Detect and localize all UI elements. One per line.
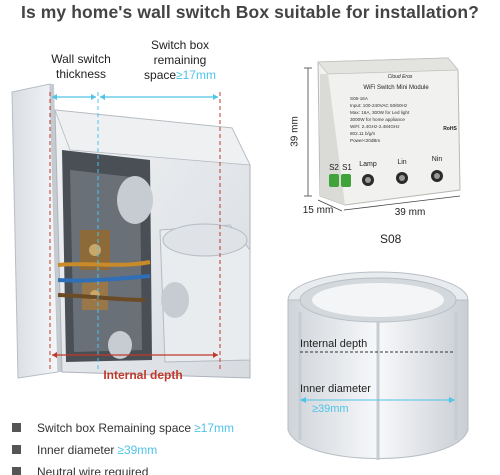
terminal-label: Nin	[431, 156, 443, 163]
bullet-square-icon	[12, 445, 21, 454]
rohs-mark: RoHS	[443, 126, 457, 132]
inner-diameter-label: Inner diameter	[300, 383, 371, 395]
internal-depth-label-left: Internal depth	[103, 368, 183, 382]
inner-diameter-value: ≥39mm	[312, 403, 349, 415]
list-item: Inner diameter ≥39mm	[12, 440, 234, 459]
list-item: Neutral wire required	[12, 462, 234, 475]
module-spec: S06-16A	[350, 96, 368, 101]
page-title: Is my home's wall switch Box suitable fo…	[21, 2, 479, 22]
wall-switch-thickness-label: Wall switch thickness	[51, 52, 111, 81]
terminal-label: Lin	[397, 159, 407, 166]
module-name: WiFi Switch Mini Module	[363, 85, 429, 91]
internal-depth-label-right: Internal depth	[300, 338, 368, 350]
module-spec-list: S06-16A Input: 100-240VAC 50/60Hz Max: 1…	[350, 95, 460, 144]
list-item: Switch box Remaining space ≥17mm	[12, 418, 234, 437]
module-brand: Cloud Eros	[387, 74, 413, 80]
box-remaining-label: Switch box remaining space≥17mm	[144, 38, 216, 82]
module-spec: 3000W for home appliance	[350, 117, 405, 122]
module-spec: Input: 100-240VAC 50/60Hz	[350, 103, 408, 108]
model-label: S08	[380, 232, 402, 246]
dimension-depth: 15 mm	[302, 205, 334, 216]
wifi-module-diagram	[304, 57, 461, 212]
terminal-label: Lamp	[359, 161, 377, 168]
bullet-square-icon	[12, 467, 21, 475]
dimension-width: 39 mm	[394, 207, 426, 218]
wall-switch-diagram	[11, 83, 251, 379]
round-box-diagram	[287, 271, 469, 460]
module-spec: 802.11 b/g/n	[350, 131, 376, 136]
terminal-label: S2	[329, 163, 339, 172]
module-spec: Power<20dBm	[350, 138, 381, 143]
requirements-list: Switch box Remaining space ≥17mm Inner d…	[12, 418, 234, 475]
dimension-height: 39 mm	[289, 116, 301, 147]
module-spec: WiFi: 2.4GHz-2.484GHz	[350, 124, 400, 129]
terminal-label: S1	[342, 163, 352, 172]
module-spec: Max: 16A, 300W for Led light	[350, 110, 410, 115]
bullet-square-icon	[12, 423, 21, 432]
